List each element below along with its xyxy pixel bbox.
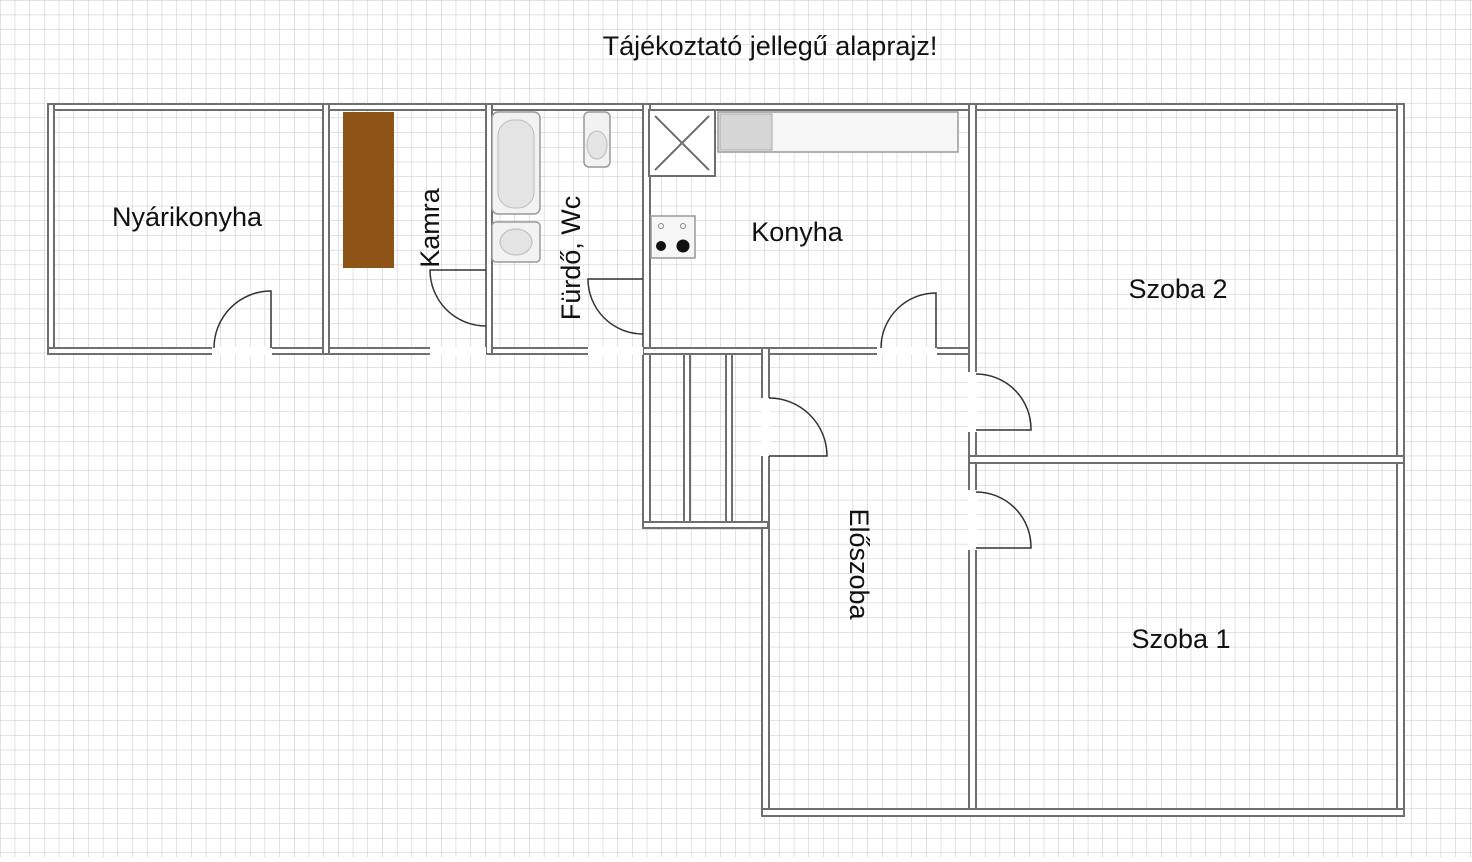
chimney-cross xyxy=(654,115,710,171)
wall-bottom-west xyxy=(47,347,649,355)
room-label-furdo: Fürdő, Wc xyxy=(556,196,586,321)
door-konyha xyxy=(880,292,937,349)
bathtub xyxy=(491,111,541,215)
door-szoba1 xyxy=(975,491,1032,549)
kitchen-counter xyxy=(717,111,959,153)
stove xyxy=(650,215,696,259)
wall-bottom-east xyxy=(761,808,1405,817)
room-label-kamra: Kamra xyxy=(415,187,445,268)
door-nyarikonyha xyxy=(213,290,272,349)
door-szoba2 xyxy=(975,373,1032,431)
wall-nyarikonyha-kamra xyxy=(322,103,330,355)
sink xyxy=(491,221,541,263)
door-eloszoba xyxy=(768,397,828,457)
pantry-shelf xyxy=(343,112,394,268)
plan-title: Tájékoztató jellegű alaprajz! xyxy=(603,31,938,61)
wall-top xyxy=(47,103,1405,111)
door-gaps xyxy=(212,347,977,550)
wall-corridor-2 xyxy=(725,353,733,529)
toilet xyxy=(583,111,611,168)
wall-left xyxy=(47,103,55,355)
wall-szoba2-szoba1 xyxy=(968,455,1405,464)
room-label-szoba1: Szoba 1 xyxy=(1131,624,1230,654)
room-label-eloszoba: Előszoba xyxy=(844,508,874,620)
door-furdo xyxy=(587,278,644,335)
door-kamra xyxy=(429,269,487,327)
wall-corridor-bottom xyxy=(642,521,769,529)
room-label-nyarikonyha: Nyárikonyha xyxy=(112,202,263,232)
wall-kamra-furdo xyxy=(485,103,493,355)
door-swings xyxy=(213,269,1032,549)
room-label-szoba2: Szoba 2 xyxy=(1128,274,1227,304)
wall-corridor-1 xyxy=(683,353,691,529)
room-label-konyha: Konyha xyxy=(751,217,844,247)
